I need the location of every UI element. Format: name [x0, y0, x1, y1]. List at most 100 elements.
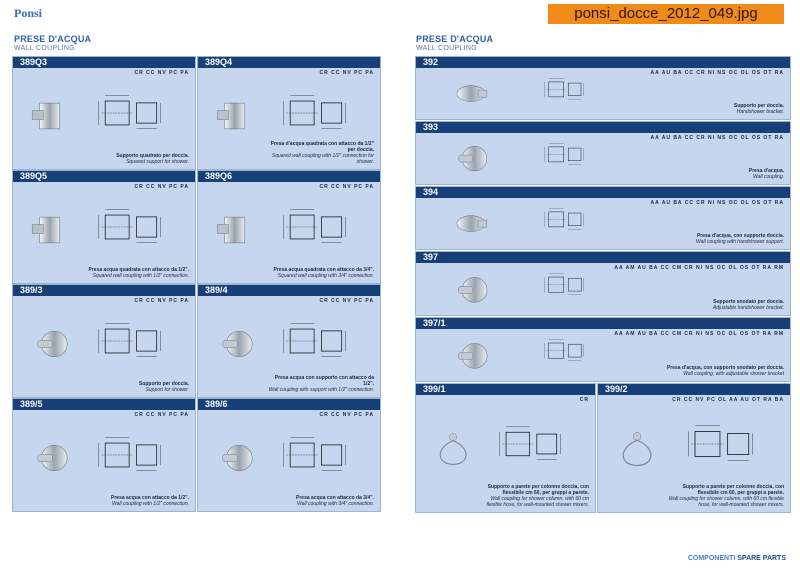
product-code: 393	[416, 122, 790, 133]
product-code: 392	[416, 57, 790, 68]
product-code: 389/4	[198, 285, 380, 296]
description-italian: Presa acqua quadrata con attacco da 1/2"…	[88, 267, 189, 273]
footer-spare: SPARE PARTS	[737, 555, 786, 562]
product-photo	[426, 423, 480, 478]
product-code: 397/1	[416, 318, 790, 329]
product-photo	[208, 91, 263, 146]
finishes-list: AA AU BA CC CR NI NS OC OL OS OT RA	[650, 200, 784, 206]
description-english: Wall coupling with 1/2" connection.	[111, 501, 189, 507]
description-english: Wall coupling with handshower support.	[695, 239, 784, 245]
description-italian: Supporto per doccia.	[138, 381, 189, 387]
finishes-list: AA AU BA CC CR NI NS OC OL OS OT RA	[650, 135, 784, 141]
description-english: Wall coupling with support with 1/2" con…	[268, 387, 374, 393]
description-italian: Supporto snodato per doccia.	[713, 299, 784, 305]
description-english: Handshower bracket.	[736, 109, 784, 115]
description-italian: Supporto a parete per colonne doccia, co…	[487, 484, 589, 496]
left-section-subtitle: WALL COUPLING	[14, 45, 75, 52]
technical-drawing	[281, 317, 355, 370]
product-photo	[608, 423, 666, 478]
finishes-list: CR CC NV PC PA	[319, 412, 374, 418]
product-code: 399/1	[416, 384, 595, 395]
description-italian: Presa acqua quadrata con attacco da 3/4"…	[273, 267, 374, 273]
product-description: Presa acqua con attacco da 3/4".Wall cou…	[296, 495, 374, 507]
product-code: 389Q3	[13, 57, 195, 68]
description-english: Squared wall coupling with 1/2" connecti…	[92, 273, 189, 279]
description-english: Wall coupling for shower column, with 60…	[486, 496, 589, 508]
product-photo	[208, 319, 263, 374]
description-english: Squared support for shower.	[126, 159, 189, 165]
technical-drawing	[521, 75, 611, 109]
technical-drawing	[521, 336, 611, 370]
description-italian: Supporto per doccia.	[733, 103, 784, 109]
product-code: 394	[416, 187, 790, 198]
product-card-389-4: 389/4 CR CC NV PC PA Presa acqua con suppo…	[197, 284, 381, 398]
product-card-389q3: 389Q3 CR CC NV PC PA Supporto quadrato per…	[12, 56, 196, 170]
product-code: 389Q4	[198, 57, 380, 68]
technical-drawing	[521, 140, 611, 174]
technical-drawing	[96, 431, 170, 484]
product-card-394: 394 AA AU BA CC CR NI NS OC OL OS OT RA Pr…	[415, 186, 791, 250]
technical-drawing	[521, 270, 611, 304]
product-description: Supporto a parete per colonne doccia, co…	[668, 484, 784, 508]
product-photo	[208, 433, 263, 488]
technical-drawing	[96, 89, 170, 142]
product-description: Presa acqua quadrata con attacco da 3/4"…	[274, 267, 374, 279]
product-description: Presa acqua con supporto con attacco da …	[264, 375, 374, 393]
product-code: 389/6	[198, 399, 380, 410]
product-description: Supporto quadrato per doccia.Squared sup…	[116, 153, 189, 165]
technical-drawing	[96, 317, 170, 370]
product-description: Presa acqua con attacco da 1/2".Wall cou…	[111, 495, 189, 507]
product-photo	[208, 205, 263, 260]
finishes-list: CR CC NV PC PA	[319, 184, 374, 190]
finishes-list: AA AM AU BA CC CM CR NI NS OC OL OS OT R…	[614, 265, 784, 271]
product-code: 399/2	[598, 384, 790, 395]
description-italian: Supporto quadrato per doccia.	[116, 153, 189, 159]
description-italian: Supporto a parete per colonne doccia, co…	[682, 484, 784, 496]
product-card-389-6: 389/6 CR CC NV PC PA Presa acqua con attac…	[197, 398, 381, 512]
technical-drawing	[521, 205, 611, 239]
product-description: Presa d'acqua, con supporto snodato per …	[667, 365, 784, 377]
finishes-list: CR CC NV PC PA	[319, 70, 374, 76]
description-english: Wall coupling for shower column, with 60…	[668, 496, 784, 508]
product-description: Supporto per doccia.Handshower bracket.	[734, 103, 784, 115]
description-english: Wall coupling with 3/4" connection.	[296, 501, 374, 507]
product-card-389q6: 389Q6 CR CC NV PC PA Presa acqua quadrata …	[197, 170, 381, 284]
description-english: Squared wall coupling with 3/4" connecti…	[277, 273, 374, 279]
product-photo	[23, 91, 78, 146]
finishes-list: CR CC NV PC PA	[134, 70, 189, 76]
product-photo	[436, 76, 506, 116]
product-photo	[23, 433, 78, 488]
description-italian: Presa acqua con attacco da 3/4".	[296, 495, 374, 501]
technical-drawing	[281, 203, 355, 256]
product-description: Supporto a parete per colonne doccia, co…	[480, 484, 589, 508]
footer-component: COMPONENTI	[687, 555, 736, 562]
product-photo	[436, 206, 506, 246]
product-description: Presa acqua quadrata con attacco da 1/2"…	[89, 267, 189, 279]
technical-drawing	[497, 420, 569, 473]
product-card-389q4: 389Q4 CR CC NV PC PA Presa d'acqua quadrat…	[197, 56, 381, 170]
technical-drawing	[96, 203, 170, 256]
finishes-list: CR CC NV PC PA	[319, 298, 374, 304]
product-card-399-2: 399/2 CR CC NV PC OL AA AU OT RA BA Suppor…	[597, 383, 791, 513]
description-italian: Presa acqua con attacco da 1/2".	[111, 495, 189, 501]
description-english: Wall coupling, with adjustable shower br…	[683, 371, 784, 377]
product-code: 397	[416, 252, 790, 263]
product-code: 389Q6	[198, 171, 380, 182]
finishes-list: CR CC NV PC PA	[134, 298, 189, 304]
description-italian: Presa d'acqua quadrata con attacco da 1/…	[270, 141, 374, 153]
product-photo	[436, 272, 506, 313]
product-photo	[23, 319, 78, 374]
finishes-list: CR CC NV PC OL AA AU OT RA BA	[672, 397, 784, 403]
description-english: Support for shower.	[145, 387, 189, 393]
description-italian: Presa d'acqua, con supporto doccia.	[696, 233, 784, 239]
product-description: Presa d'acqua quadrata con attacco da 1/…	[264, 141, 374, 165]
product-photo	[23, 205, 78, 260]
footer: COMPONENTI SPARE PARTS	[688, 555, 786, 562]
finishes-list: CR CC NV PC PA	[134, 412, 189, 418]
technical-drawing	[685, 420, 763, 473]
left-section-title: PRESE D'ACQUA	[14, 34, 92, 44]
